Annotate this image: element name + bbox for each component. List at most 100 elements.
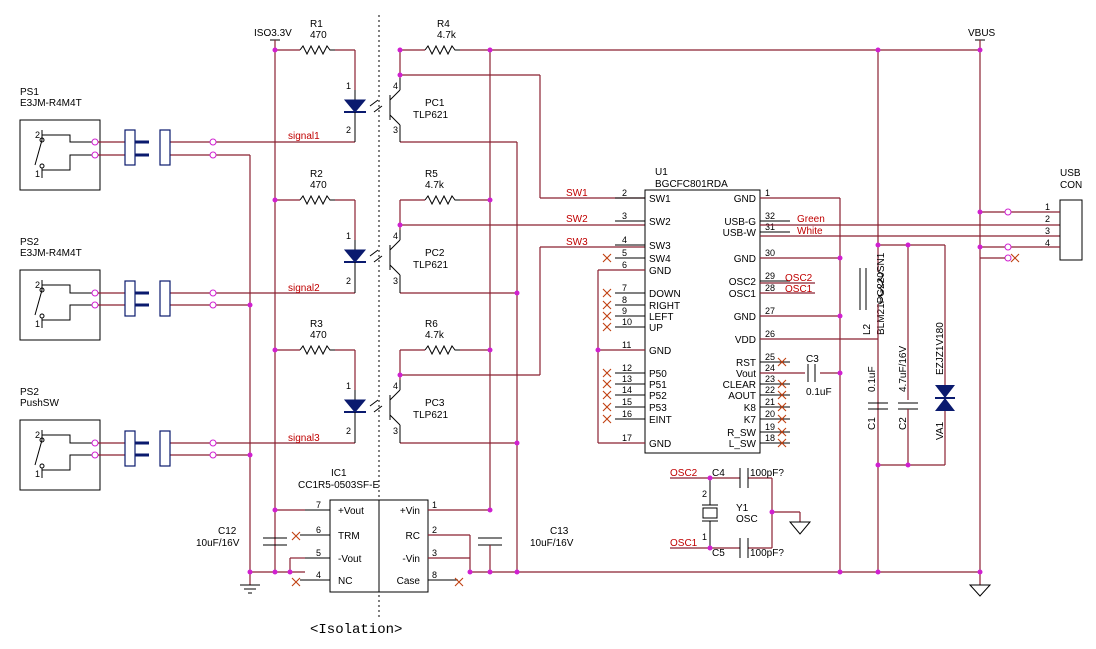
svg-text:2: 2 <box>702 489 707 499</box>
svg-text:VA1: VA1 <box>935 421 946 440</box>
junction-dot <box>837 569 843 575</box>
u1-pin-name: GND <box>734 194 756 205</box>
svg-text:4: 4 <box>1045 238 1050 248</box>
svg-text:100pF?: 100pF? <box>750 548 784 559</box>
svg-text:1: 1 <box>702 532 707 542</box>
junction-dot <box>272 197 278 203</box>
net-osc1-y1: OSC1 <box>670 538 698 549</box>
u1-pin-name: RST <box>736 358 756 369</box>
junction-dot <box>272 569 278 575</box>
junction-dot <box>514 440 520 446</box>
usb-ground-symbol <box>968 584 992 597</box>
u1-pin-number: 26 <box>765 329 775 339</box>
ic1-pin-name: RC <box>406 531 420 542</box>
u1-pin-name: UP <box>649 323 663 334</box>
u1-pin-number: 28 <box>765 283 775 293</box>
net-label-vbus: VBUS <box>968 28 996 39</box>
u1-nc-mark <box>777 390 787 400</box>
junction-dot <box>837 255 843 261</box>
u1-nc-mark <box>602 300 612 310</box>
optocoupler-pc2: 12 43 PC2 TLP621 <box>343 230 448 293</box>
svg-text:3: 3 <box>393 276 398 286</box>
u1-pin-number: 8 <box>622 295 627 305</box>
junction-dot <box>595 347 601 353</box>
u1-pin-number: 5 <box>622 248 627 258</box>
u1-pin-number: 10 <box>622 317 632 327</box>
junction-dot <box>875 47 881 53</box>
u1-pin-number: 11 <box>622 340 631 350</box>
ic1-pin-name: -Vin <box>402 554 420 565</box>
svg-text:2: 2 <box>346 276 351 286</box>
svg-text:4: 4 <box>393 381 398 391</box>
svg-text:PC2: PC2 <box>425 248 445 259</box>
junction-dot <box>272 507 278 513</box>
u1-pin-number: 22 <box>765 385 775 395</box>
svg-text:2: 2 <box>346 426 351 436</box>
net-signal2: signal2 <box>288 283 320 294</box>
junction-dot <box>272 47 278 53</box>
net-label-iso33: ISO3.3V <box>254 28 292 39</box>
net-white: White <box>797 226 823 237</box>
u1-pin-name: DOWN <box>649 289 681 300</box>
u1-pin-number: 18 <box>765 433 775 443</box>
svg-text:R3: R3 <box>310 319 323 330</box>
junction-dot <box>397 222 403 228</box>
u1-pin-name: Vout <box>736 369 756 380</box>
svg-text:TLP621: TLP621 <box>413 410 448 421</box>
svg-text:3: 3 <box>393 426 398 436</box>
svg-text:C3: C3 <box>806 354 819 365</box>
ic1-trm-nc-mark <box>291 531 301 541</box>
u1-pin-name: GND <box>734 254 756 265</box>
junction-dot <box>977 47 983 53</box>
usb-pin4-pad <box>1004 243 1012 251</box>
u1-nc-mark <box>777 357 787 367</box>
u1-pin-name: P50 <box>649 369 667 380</box>
u1-nc-mark <box>602 414 612 424</box>
inductor-l2: L2 BLM21PG220SN1 <box>859 252 887 335</box>
svg-text:4.7k: 4.7k <box>437 30 457 41</box>
u1-pin-number: 19 <box>765 422 775 432</box>
u1-pin-name: SW3 <box>649 241 671 252</box>
u1-pin-number: 6 <box>622 260 627 270</box>
svg-text:470: 470 <box>310 330 327 341</box>
u1-pin-number: 16 <box>622 409 632 419</box>
svg-text:1: 1 <box>35 169 40 179</box>
svg-text:2: 2 <box>1045 214 1050 224</box>
u1-pin-number: 25 <box>765 352 775 362</box>
junction-dot <box>272 347 278 353</box>
junction-dot <box>905 242 911 248</box>
svg-text:OSC: OSC <box>736 514 758 525</box>
u1-pin-name: P53 <box>649 403 667 414</box>
junction-dot <box>487 347 493 353</box>
u1-pin-number: 29 <box>765 271 775 281</box>
u1-pin-number: 21 <box>765 397 775 407</box>
junction-dot <box>247 452 253 458</box>
svg-text:IC1: IC1 <box>331 468 347 479</box>
u1-pin-number: 4 <box>622 235 627 245</box>
junction-dot <box>487 47 493 53</box>
usb-connector: USB CON 1 2 3 4 <box>1045 168 1083 261</box>
svg-text:C5: C5 <box>712 548 725 559</box>
u1-pin-name: OSC2 <box>729 277 757 288</box>
svg-text:TLP621: TLP621 <box>413 110 448 121</box>
junction-dot <box>397 47 403 53</box>
junction-dot <box>467 569 473 575</box>
ic1-case-nc-mark <box>454 577 464 587</box>
junction-dot <box>247 302 253 308</box>
u1-pin-name: K8 <box>744 403 757 414</box>
u1-pin-name: RIGHT <box>649 301 680 312</box>
u1-nc-mark <box>602 288 612 298</box>
junction-dot <box>977 244 983 250</box>
u1-pin-number: 1 <box>765 188 770 198</box>
svg-text:4.7k: 4.7k <box>425 330 445 341</box>
junction-dot <box>487 507 493 513</box>
u1-nc-mark <box>602 379 612 389</box>
sensor-ps2: PS2 E3JM-R4M4T 21 <box>19 237 217 341</box>
u1-pin-number: 32 <box>765 211 775 221</box>
u1-pin-name: P52 <box>649 391 667 402</box>
resistor-r3: R3 470 <box>299 319 335 356</box>
junction-dots <box>247 47 983 575</box>
u1-pin-number: 20 <box>765 409 775 419</box>
